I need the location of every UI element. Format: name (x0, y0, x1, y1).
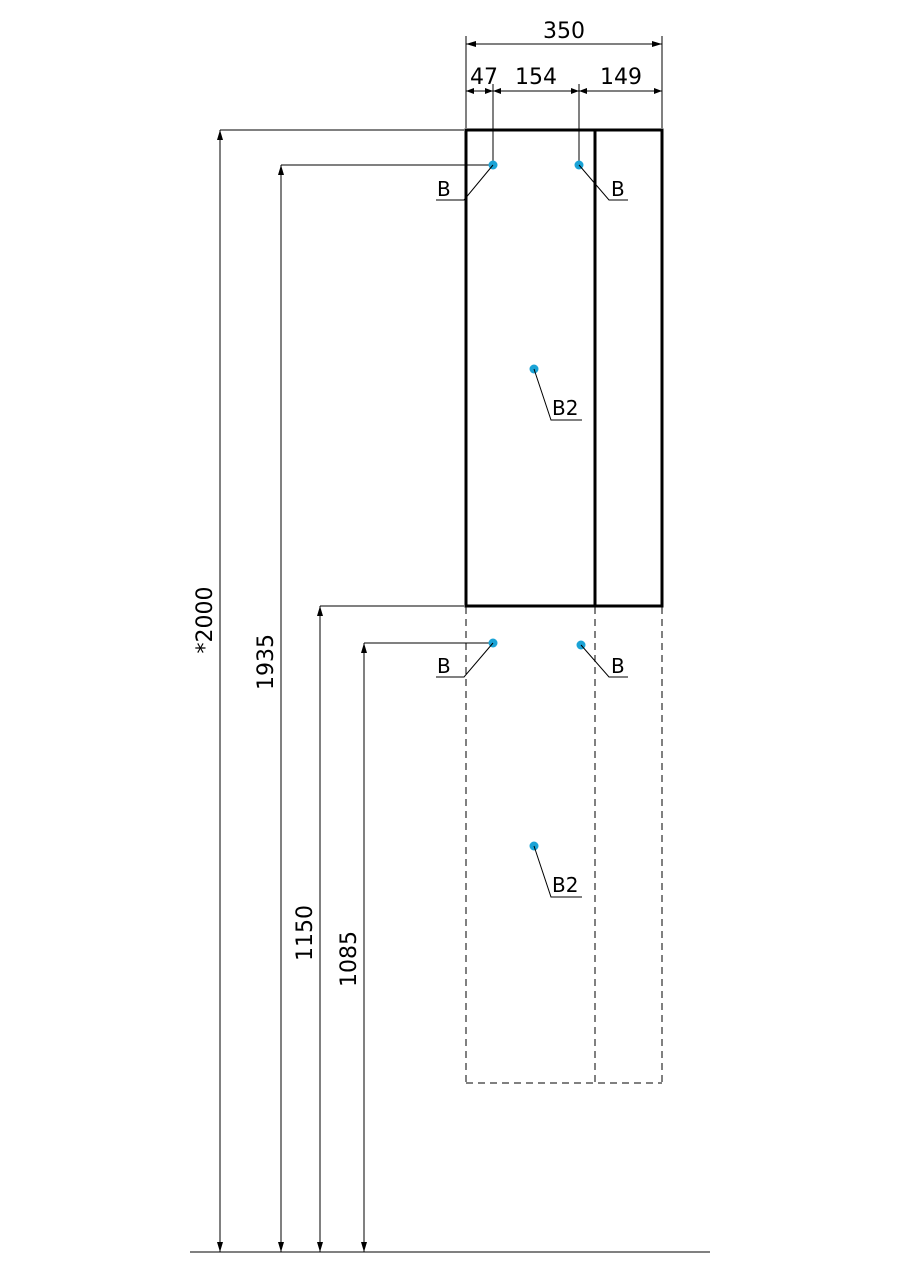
mount-label-upper-left: B (437, 177, 451, 201)
mount-label-lower-center: B2 (552, 873, 578, 897)
mount-label-upper-center: B2 (552, 396, 578, 420)
dimension-offset-left-label: 47 (470, 65, 498, 90)
dimension-total-height: *2000 (193, 129, 464, 1252)
dimension-upper-point-height: 1935 (254, 164, 493, 1252)
dimension-total-width: 350 (465, 19, 663, 128)
mount-point-upper-right: B (574, 160, 628, 201)
mount-point-upper-center: B2 (529, 364, 582, 421)
mount-point-lower-left: B (436, 638, 498, 678)
cabinet-right-section (593, 128, 664, 608)
dimension-upper-point-height-label: 1935 (254, 634, 279, 690)
dimension-span-middle-label: 154 (515, 65, 557, 90)
mount-point-upper-left: B (436, 160, 498, 201)
dimension-cabinet-bottom-height-label: 1150 (293, 905, 318, 961)
dimension-sub-widths: 47 154 149 (466, 65, 662, 165)
mount-label-upper-right: B (611, 177, 625, 201)
dimension-total-height-label: *2000 (193, 587, 218, 654)
cabinet-upper (464, 128, 664, 608)
dimension-lower-point-height-label: 1085 (337, 931, 362, 987)
dimension-lower-point-height: 1085 (337, 642, 493, 1252)
dimension-cabinet-bottom-height: 1150 (293, 605, 464, 1252)
mount-label-lower-right: B (611, 654, 625, 678)
mount-label-lower-left: B (437, 654, 451, 678)
mount-point-lower-right: B (576, 640, 628, 678)
mount-point-lower-center: B2 (529, 841, 582, 898)
cabinet-lower-ghost (465, 607, 663, 1084)
dimension-span-right-label: 149 (600, 65, 642, 90)
dimension-total-width-label: 350 (543, 19, 585, 44)
